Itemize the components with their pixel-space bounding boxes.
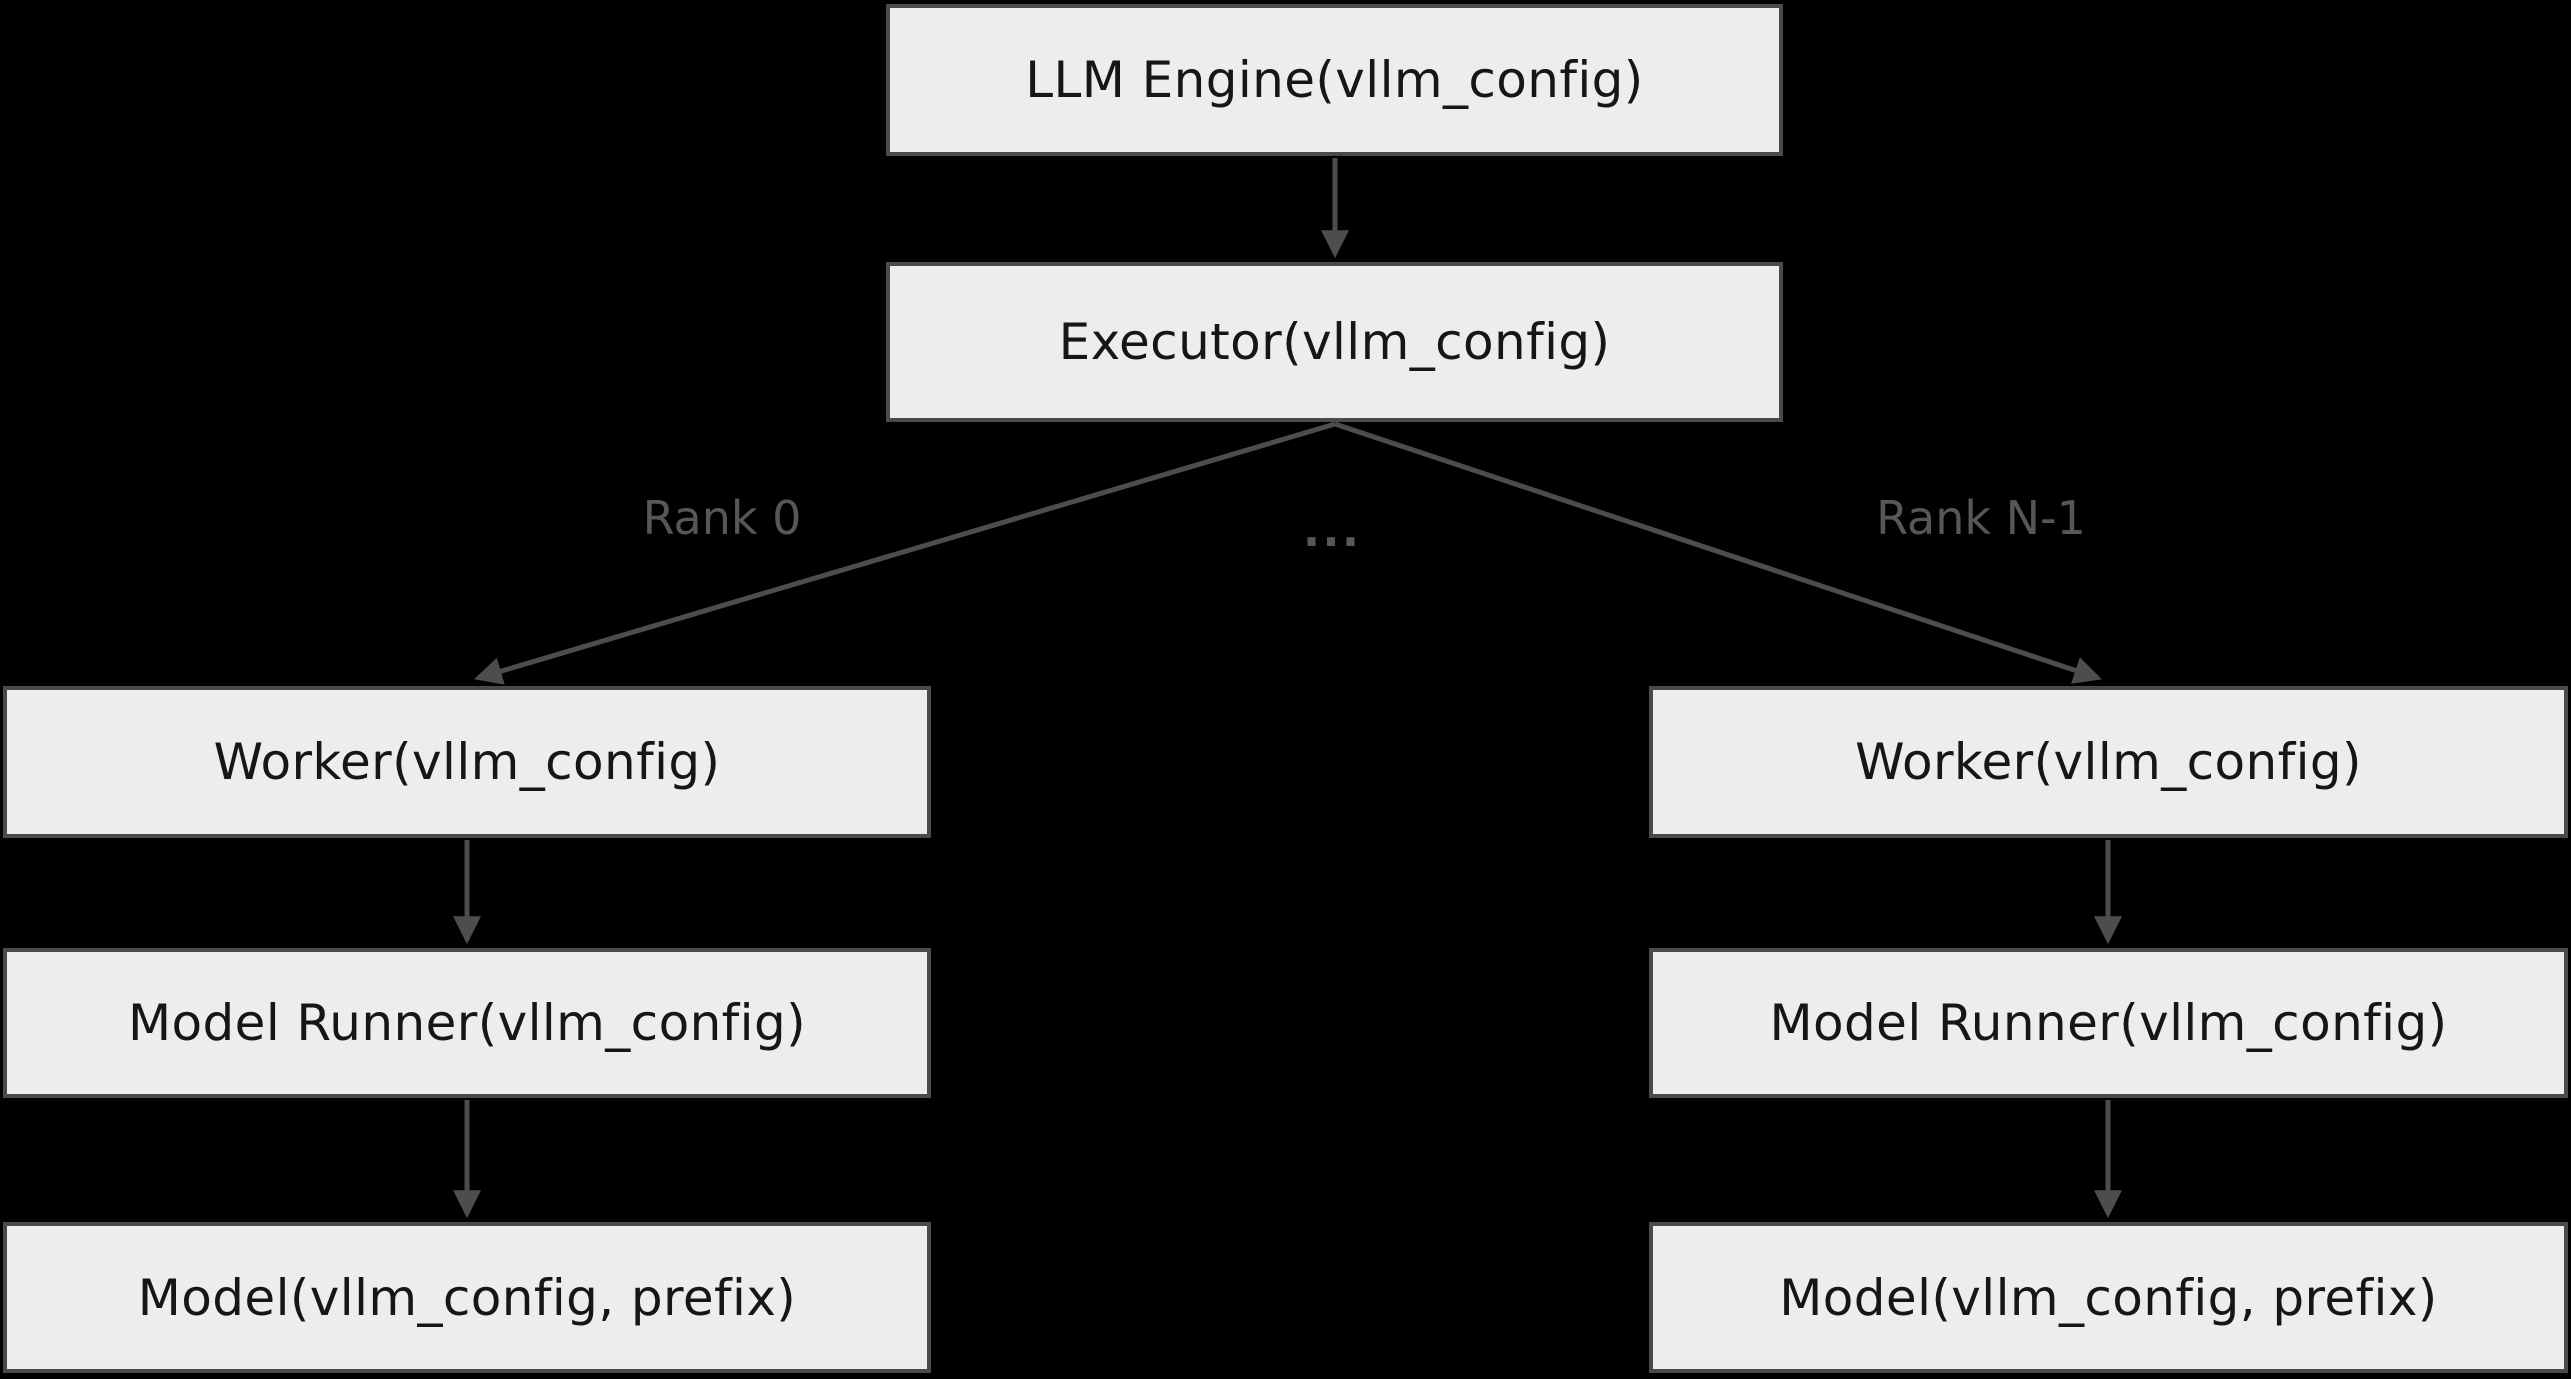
node-model-right: Model(vllm_config, prefix) (1649, 1222, 2568, 1373)
node-label-worker-left: Worker(vllm_config) (213, 733, 721, 791)
edge-label-rank-0: Rank 0 (642, 491, 802, 545)
node-model-runner-right: Model Runner(vllm_config) (1649, 948, 2568, 1098)
edge-label-ellipsis: ... (1302, 503, 1362, 557)
node-model-runner-left: Model Runner(vllm_config) (3, 948, 931, 1098)
node-worker-right: Worker(vllm_config) (1649, 686, 2568, 838)
node-label-worker-right: Worker(vllm_config) (1855, 733, 2362, 791)
node-label-model-runner-right: Model Runner(vllm_config) (1769, 994, 2448, 1052)
edge-label-rank-n-1: Rank N-1 (1876, 491, 2086, 545)
node-llm-engine: LLM Engine(vllm_config) (886, 4, 1783, 156)
node-label-model-right: Model(vllm_config, prefix) (1779, 1268, 2438, 1327)
node-label-model-runner-left: Model Runner(vllm_config) (128, 994, 806, 1052)
node-label-executor: Executor(vllm_config) (1058, 313, 1611, 371)
edge-executor-to-worker-left (473, 421, 1336, 685)
node-worker-left: Worker(vllm_config) (3, 686, 931, 838)
edge-executor-to-worker-right (1334, 421, 2102, 684)
node-label-llm-engine: LLM Engine(vllm_config) (1025, 51, 1644, 109)
node-executor: Executor(vllm_config) (886, 262, 1783, 422)
node-label-model-left: Model(vllm_config, prefix) (137, 1268, 797, 1327)
node-model-left: Model(vllm_config, prefix) (3, 1222, 931, 1373)
